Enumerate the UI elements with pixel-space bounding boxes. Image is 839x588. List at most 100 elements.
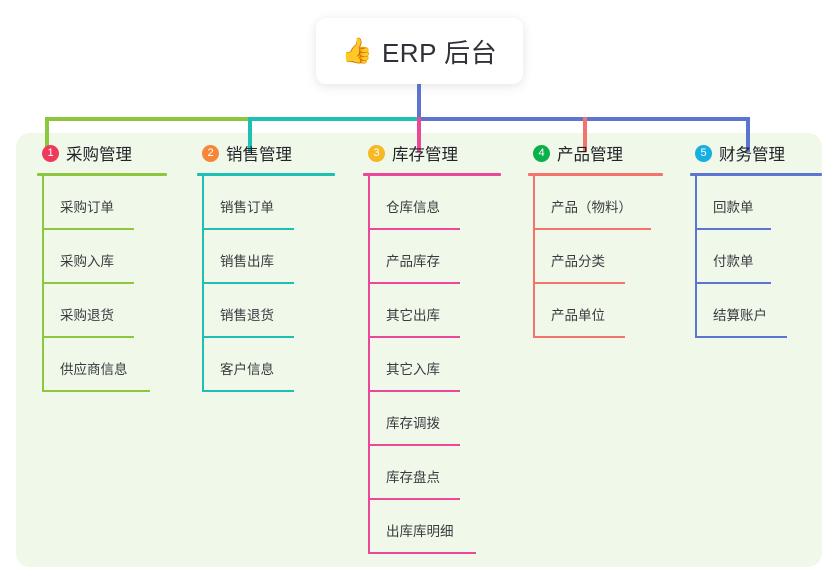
branch-item[interactable]: 采购退货 — [42, 284, 167, 338]
item-label: 产品（物料） — [551, 200, 632, 215]
branch-item[interactable]: 结算账户 — [695, 284, 822, 338]
item-stem-line — [368, 500, 370, 554]
branch-title: 销售管理 — [226, 146, 292, 164]
item-stem-line — [202, 284, 204, 338]
branch-item[interactable]: 供应商信息 — [42, 338, 167, 392]
branch-underline — [363, 173, 501, 176]
branch-item[interactable]: 产品单位 — [533, 284, 663, 338]
branch-item[interactable]: 产品分类 — [533, 230, 663, 284]
branch-title: 财务管理 — [719, 146, 785, 164]
item-label: 客户信息 — [220, 362, 274, 377]
item-underline — [695, 336, 787, 338]
item-label: 销售出库 — [220, 254, 274, 269]
item-underline — [202, 282, 294, 284]
branch-item[interactable]: 库存调拨 — [368, 392, 501, 446]
item-label: 产品分类 — [551, 254, 605, 269]
branch-item[interactable]: 其它出库 — [368, 284, 501, 338]
branch-underline — [528, 173, 663, 176]
item-label: 产品单位 — [551, 308, 605, 323]
item-underline — [42, 390, 150, 392]
branch-item[interactable]: 产品库存 — [368, 230, 501, 284]
branch-item[interactable]: 回款单 — [695, 176, 822, 230]
branch-item[interactable]: 产品（物料） — [533, 176, 663, 230]
item-label: 其它出库 — [386, 308, 440, 323]
item-label: 供应商信息 — [60, 362, 128, 377]
item-underline — [202, 390, 294, 392]
branch-item[interactable]: 仓库信息 — [368, 176, 501, 230]
item-underline — [368, 552, 476, 554]
item-stem-line — [695, 176, 697, 230]
item-label: 出库库明细 — [386, 524, 454, 539]
item-stem-line — [368, 230, 370, 284]
branch-item[interactable]: 销售退货 — [202, 284, 335, 338]
branch-item[interactable]: 采购入库 — [42, 230, 167, 284]
item-stem-line — [695, 230, 697, 284]
branch-item-list: 销售订单销售出库销售退货客户信息 — [197, 176, 335, 392]
branch-item[interactable]: 销售出库 — [202, 230, 335, 284]
item-underline — [368, 444, 460, 446]
item-label: 采购退货 — [60, 308, 114, 323]
branch-item[interactable]: 采购订单 — [42, 176, 167, 230]
item-stem-line — [42, 230, 44, 284]
item-underline — [533, 228, 651, 230]
item-underline — [368, 336, 460, 338]
item-underline — [42, 336, 134, 338]
item-stem-line — [368, 392, 370, 446]
item-stem-line — [42, 176, 44, 230]
branch-item[interactable]: 其它入库 — [368, 338, 501, 392]
branch-underline — [37, 173, 167, 176]
item-underline — [368, 228, 460, 230]
item-underline — [368, 282, 460, 284]
item-stem-line — [368, 338, 370, 392]
item-label: 采购入库 — [60, 254, 114, 269]
thumbs-up-icon: 👍 — [341, 36, 373, 65]
item-stem-line — [202, 338, 204, 392]
item-label: 销售订单 — [220, 200, 274, 215]
item-label: 销售退货 — [220, 308, 274, 323]
branch-item-list: 产品（物料） 产品分类产品单位 — [528, 176, 663, 338]
item-label: 回款单 — [713, 200, 754, 215]
branch-title: 库存管理 — [392, 146, 458, 164]
branch-item-list: 采购订单采购入库采购退货供应商信息 — [37, 176, 167, 392]
item-underline — [695, 282, 771, 284]
item-stem-line — [368, 176, 370, 230]
item-stem-line — [368, 284, 370, 338]
branch-number-badge: 1 — [42, 144, 59, 162]
branch-item[interactable]: 客户信息 — [202, 338, 335, 392]
item-stem-line — [695, 284, 697, 338]
item-label: 付款单 — [713, 254, 754, 269]
item-label: 仓库信息 — [386, 200, 440, 215]
item-stem-line — [533, 230, 535, 284]
root-title: ERP 后台 — [381, 37, 498, 68]
item-underline — [695, 228, 771, 230]
item-underline — [202, 228, 294, 230]
item-label: 采购订单 — [60, 200, 114, 215]
branch-item-list: 回款单付款单结算账户 — [690, 176, 822, 338]
item-label: 其它入库 — [386, 362, 440, 377]
item-underline — [202, 336, 294, 338]
item-underline — [368, 498, 460, 500]
item-underline — [42, 228, 134, 230]
branch-underline — [197, 173, 335, 176]
branch-item[interactable]: 出库库明细 — [368, 500, 501, 554]
item-stem-line — [533, 176, 535, 230]
item-stem-line — [368, 446, 370, 500]
item-label: 库存盘点 — [386, 470, 440, 485]
branch-number-badge: 4 — [533, 144, 550, 162]
item-underline — [533, 336, 625, 338]
item-stem-line — [42, 338, 44, 392]
branch-item[interactable]: 销售订单 — [202, 176, 335, 230]
root-node[interactable]: 👍 ERP 后台 — [316, 18, 523, 84]
branch-item[interactable]: 库存盘点 — [368, 446, 501, 500]
branch-item-list: 仓库信息产品库存其它出库其它入库库存调拨库存盘点出库库明细 — [363, 176, 501, 554]
branch-item[interactable]: 付款单 — [695, 230, 822, 284]
